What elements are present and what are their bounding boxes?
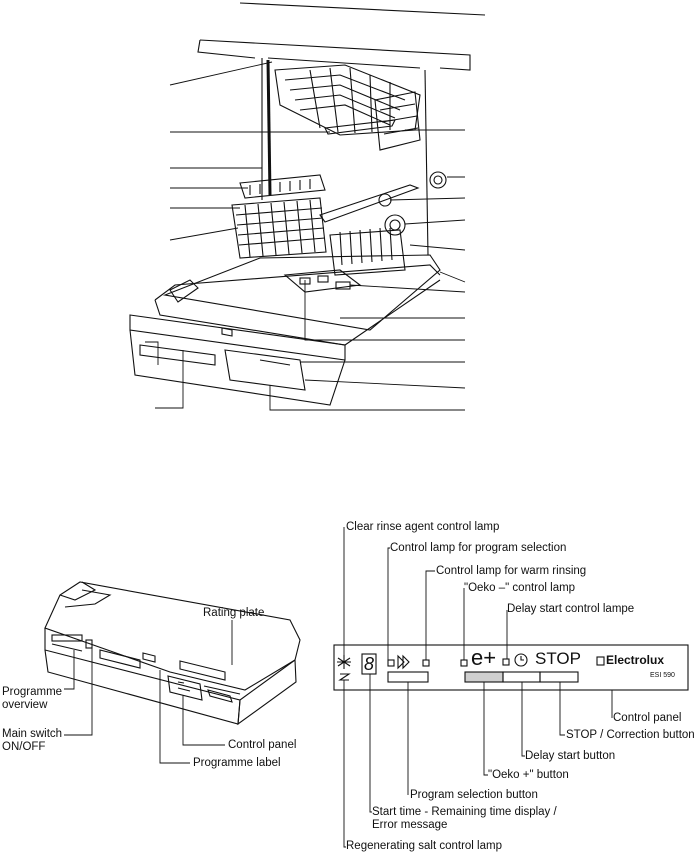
stop-button-label: STOP / Correction button bbox=[566, 729, 695, 741]
dishwasher-illustration bbox=[129, 2, 486, 411]
warm-rinse-lamp-label: Control lamp for warm rinsing bbox=[436, 565, 587, 577]
delay-lamp-label: Delay start control lampe bbox=[507, 603, 635, 615]
display-digit: 8 bbox=[364, 654, 375, 674]
start-time-label: Start time - Remaining time display / Er… bbox=[372, 806, 557, 831]
oeko-plus-button-label: "Oeko +" button bbox=[488, 769, 569, 781]
prog-button-label: Program selection button bbox=[410, 789, 538, 801]
control-panel-diagram-label: Control panel bbox=[613, 712, 682, 724]
clear-rinse-label: Clear rinse agent control lamp bbox=[346, 521, 500, 533]
main-switch-label: Main switch ON/OFF bbox=[2, 728, 63, 753]
model-number: ESI 590 bbox=[650, 672, 675, 679]
delay-button-label: Delay start button bbox=[525, 750, 616, 762]
rating-plate-label: Rating plate bbox=[203, 607, 265, 619]
brand-logo: Electrolux bbox=[606, 653, 665, 667]
oeko-minus-lamp-label: "Oeko –" control lamp bbox=[464, 582, 576, 594]
eco-plus-symbol: e+ bbox=[471, 645, 497, 670]
salt-lamp-label: Regenerating salt control lamp bbox=[346, 840, 502, 852]
programme-label-label: Programme label bbox=[193, 757, 281, 769]
control-panel-label: Control panel bbox=[228, 739, 297, 751]
prog-select-lamp-label: Control lamp for program selection bbox=[390, 542, 567, 554]
stop-text: STOP bbox=[535, 649, 581, 668]
programme-overview-label: Programme overview bbox=[2, 686, 63, 711]
